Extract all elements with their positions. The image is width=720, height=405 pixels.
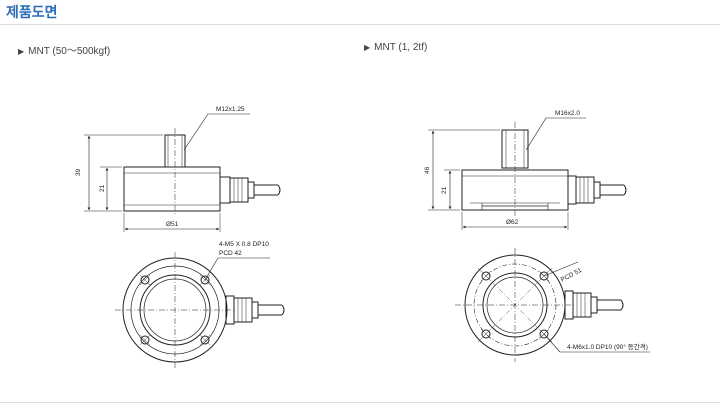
right-diameter: Ø62 [506, 219, 519, 226]
page-title: 제품도면 [6, 5, 58, 21]
left-section-header: ▶MNT (50～500kgf) [18, 42, 110, 57]
right-header-text: MNT (1, 2tf) [374, 42, 428, 53]
right-thread-label: M16x2.0 [555, 110, 580, 117]
right-top-view [455, 248, 650, 362]
left-hole-note-1: 4-M5 X 0.8 DP10 [219, 241, 269, 248]
bottom-divider [0, 402, 720, 403]
left-thread-label: M12x1.25 [216, 106, 245, 113]
left-height-total: 39 [75, 168, 82, 176]
right-height-body: 21 [441, 186, 448, 194]
right-hole-note: 4-M6x1.0 DP10 (90° 등간격) [567, 342, 648, 351]
left-header-text: MNT (50～500kgf) [28, 46, 111, 57]
right-side-view [428, 117, 627, 230]
left-top-view [115, 252, 285, 368]
right-section-header: ▶MNT (1, 2tf) [364, 42, 427, 53]
left-height-body: 21 [99, 184, 106, 192]
left-side-view [84, 113, 281, 232]
right-height-total: 46 [424, 166, 431, 174]
triangle-right-icon: ▶ [364, 43, 371, 52]
left-diameter: Ø51 [166, 221, 179, 228]
left-hole-note-2: PCD 42 [219, 250, 242, 257]
triangle-right-icon: ▶ [18, 47, 25, 56]
right-pcd-note: PCD 51 [560, 267, 584, 284]
title-divider [0, 24, 720, 25]
